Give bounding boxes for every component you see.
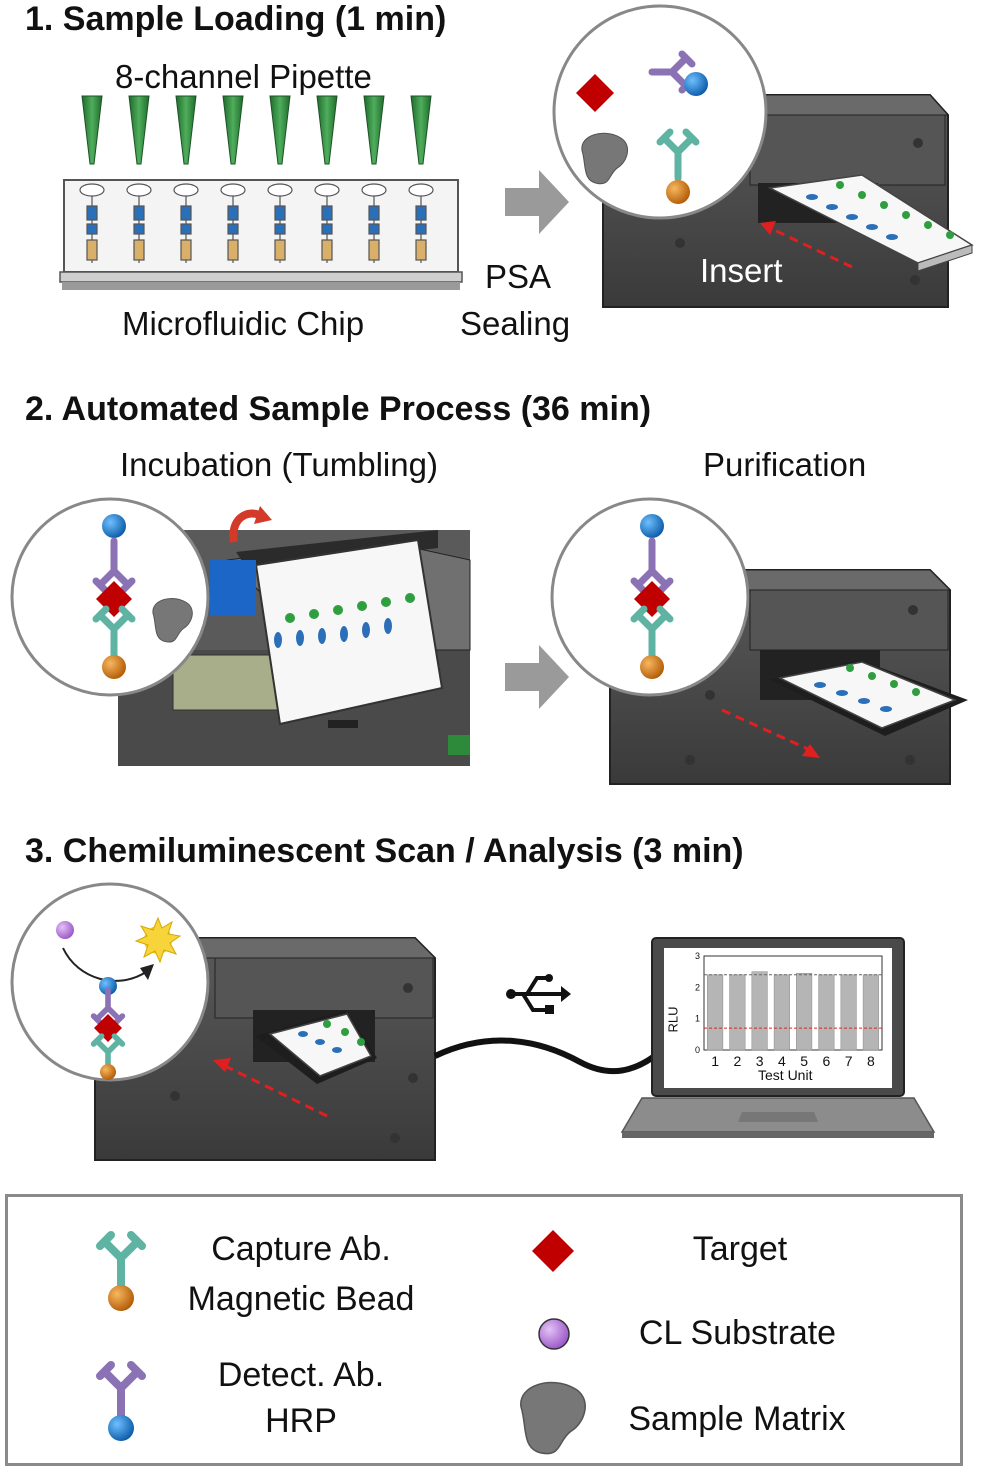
legend-capture-line1: Capture Ab.: [211, 1230, 391, 1268]
bar: [773, 974, 790, 1051]
psa-label: PSA: [485, 258, 552, 295]
usb-cable: [433, 1037, 662, 1075]
detect-ab-icon: [96, 1361, 146, 1441]
substrate-icon: [538, 1318, 570, 1350]
legend-capture-line2: Magnetic Bead: [187, 1280, 415, 1318]
bar: [751, 971, 768, 1051]
purification-device: [609, 569, 968, 785]
x-tick-label: 1: [711, 1053, 719, 1069]
legend-detect-line1: Detect. Ab.: [217, 1356, 385, 1394]
usb-icon: [506, 974, 571, 1014]
bar: [840, 974, 857, 1051]
incubation-device: [118, 530, 471, 766]
insert-label: Insert: [700, 252, 783, 289]
chip-label: Microfluidic Chip: [122, 305, 365, 342]
y-tick-label: 3: [695, 951, 700, 961]
legend-detect-line2: HRP: [265, 1402, 337, 1440]
rotate-arrow-icon: [229, 506, 272, 543]
magnifier-scan: [10, 882, 210, 1082]
section-3-title: 3. Chemiluminescent Scan / Analysis (3 m…: [25, 832, 744, 870]
magnifier-purification: [550, 497, 750, 697]
section-2-title: 2. Automated Sample Process (36 min): [25, 390, 652, 428]
x-tick-label: 4: [778, 1053, 786, 1069]
sample-matrix-icon: [520, 1381, 586, 1455]
sealing-label: Sealing: [460, 305, 571, 342]
pipette-label: 8-channel Pipette: [115, 58, 372, 95]
x-tick-label: 6: [822, 1053, 830, 1069]
x-tick-label: 5: [800, 1053, 808, 1069]
flow-arrow-1: [505, 170, 569, 234]
legend: [5, 1194, 963, 1466]
capture-ab-icon: [96, 1231, 146, 1311]
magnifier-reagents: [552, 4, 768, 220]
y-tick-label: 2: [695, 982, 700, 992]
x-tick-label: 2: [733, 1053, 741, 1069]
section-1-title: 1. Sample Loading (1 min): [25, 0, 447, 38]
bar: [707, 974, 724, 1051]
y-tick-label: 0: [695, 1045, 700, 1055]
pipette-tips: [81, 95, 432, 165]
mini-chart-xlabel: Test Unit: [758, 1067, 813, 1083]
bar: [796, 972, 813, 1051]
x-tick-label: 3: [756, 1053, 764, 1069]
mini-chart-ylabel: RLU: [665, 1006, 681, 1033]
legend-target: Target: [692, 1230, 788, 1268]
x-tick-label: 7: [845, 1053, 853, 1069]
legend-substrate: CL Substrate: [638, 1314, 837, 1352]
magnifier-incubation: [10, 497, 210, 697]
x-tick-label: 8: [867, 1053, 875, 1069]
target-icon: [532, 1230, 574, 1272]
incubation-label: Incubation (Tumbling): [120, 446, 438, 483]
flow-arrow-2: [505, 645, 569, 709]
bar: [862, 974, 879, 1051]
purification-label: Purification: [703, 446, 867, 483]
y-tick-label: 1: [695, 1014, 700, 1024]
bar: [818, 974, 835, 1051]
bar: [729, 974, 746, 1051]
microfluidic-chip: [59, 179, 463, 290]
legend-matrix: Sample Matrix: [628, 1400, 846, 1438]
